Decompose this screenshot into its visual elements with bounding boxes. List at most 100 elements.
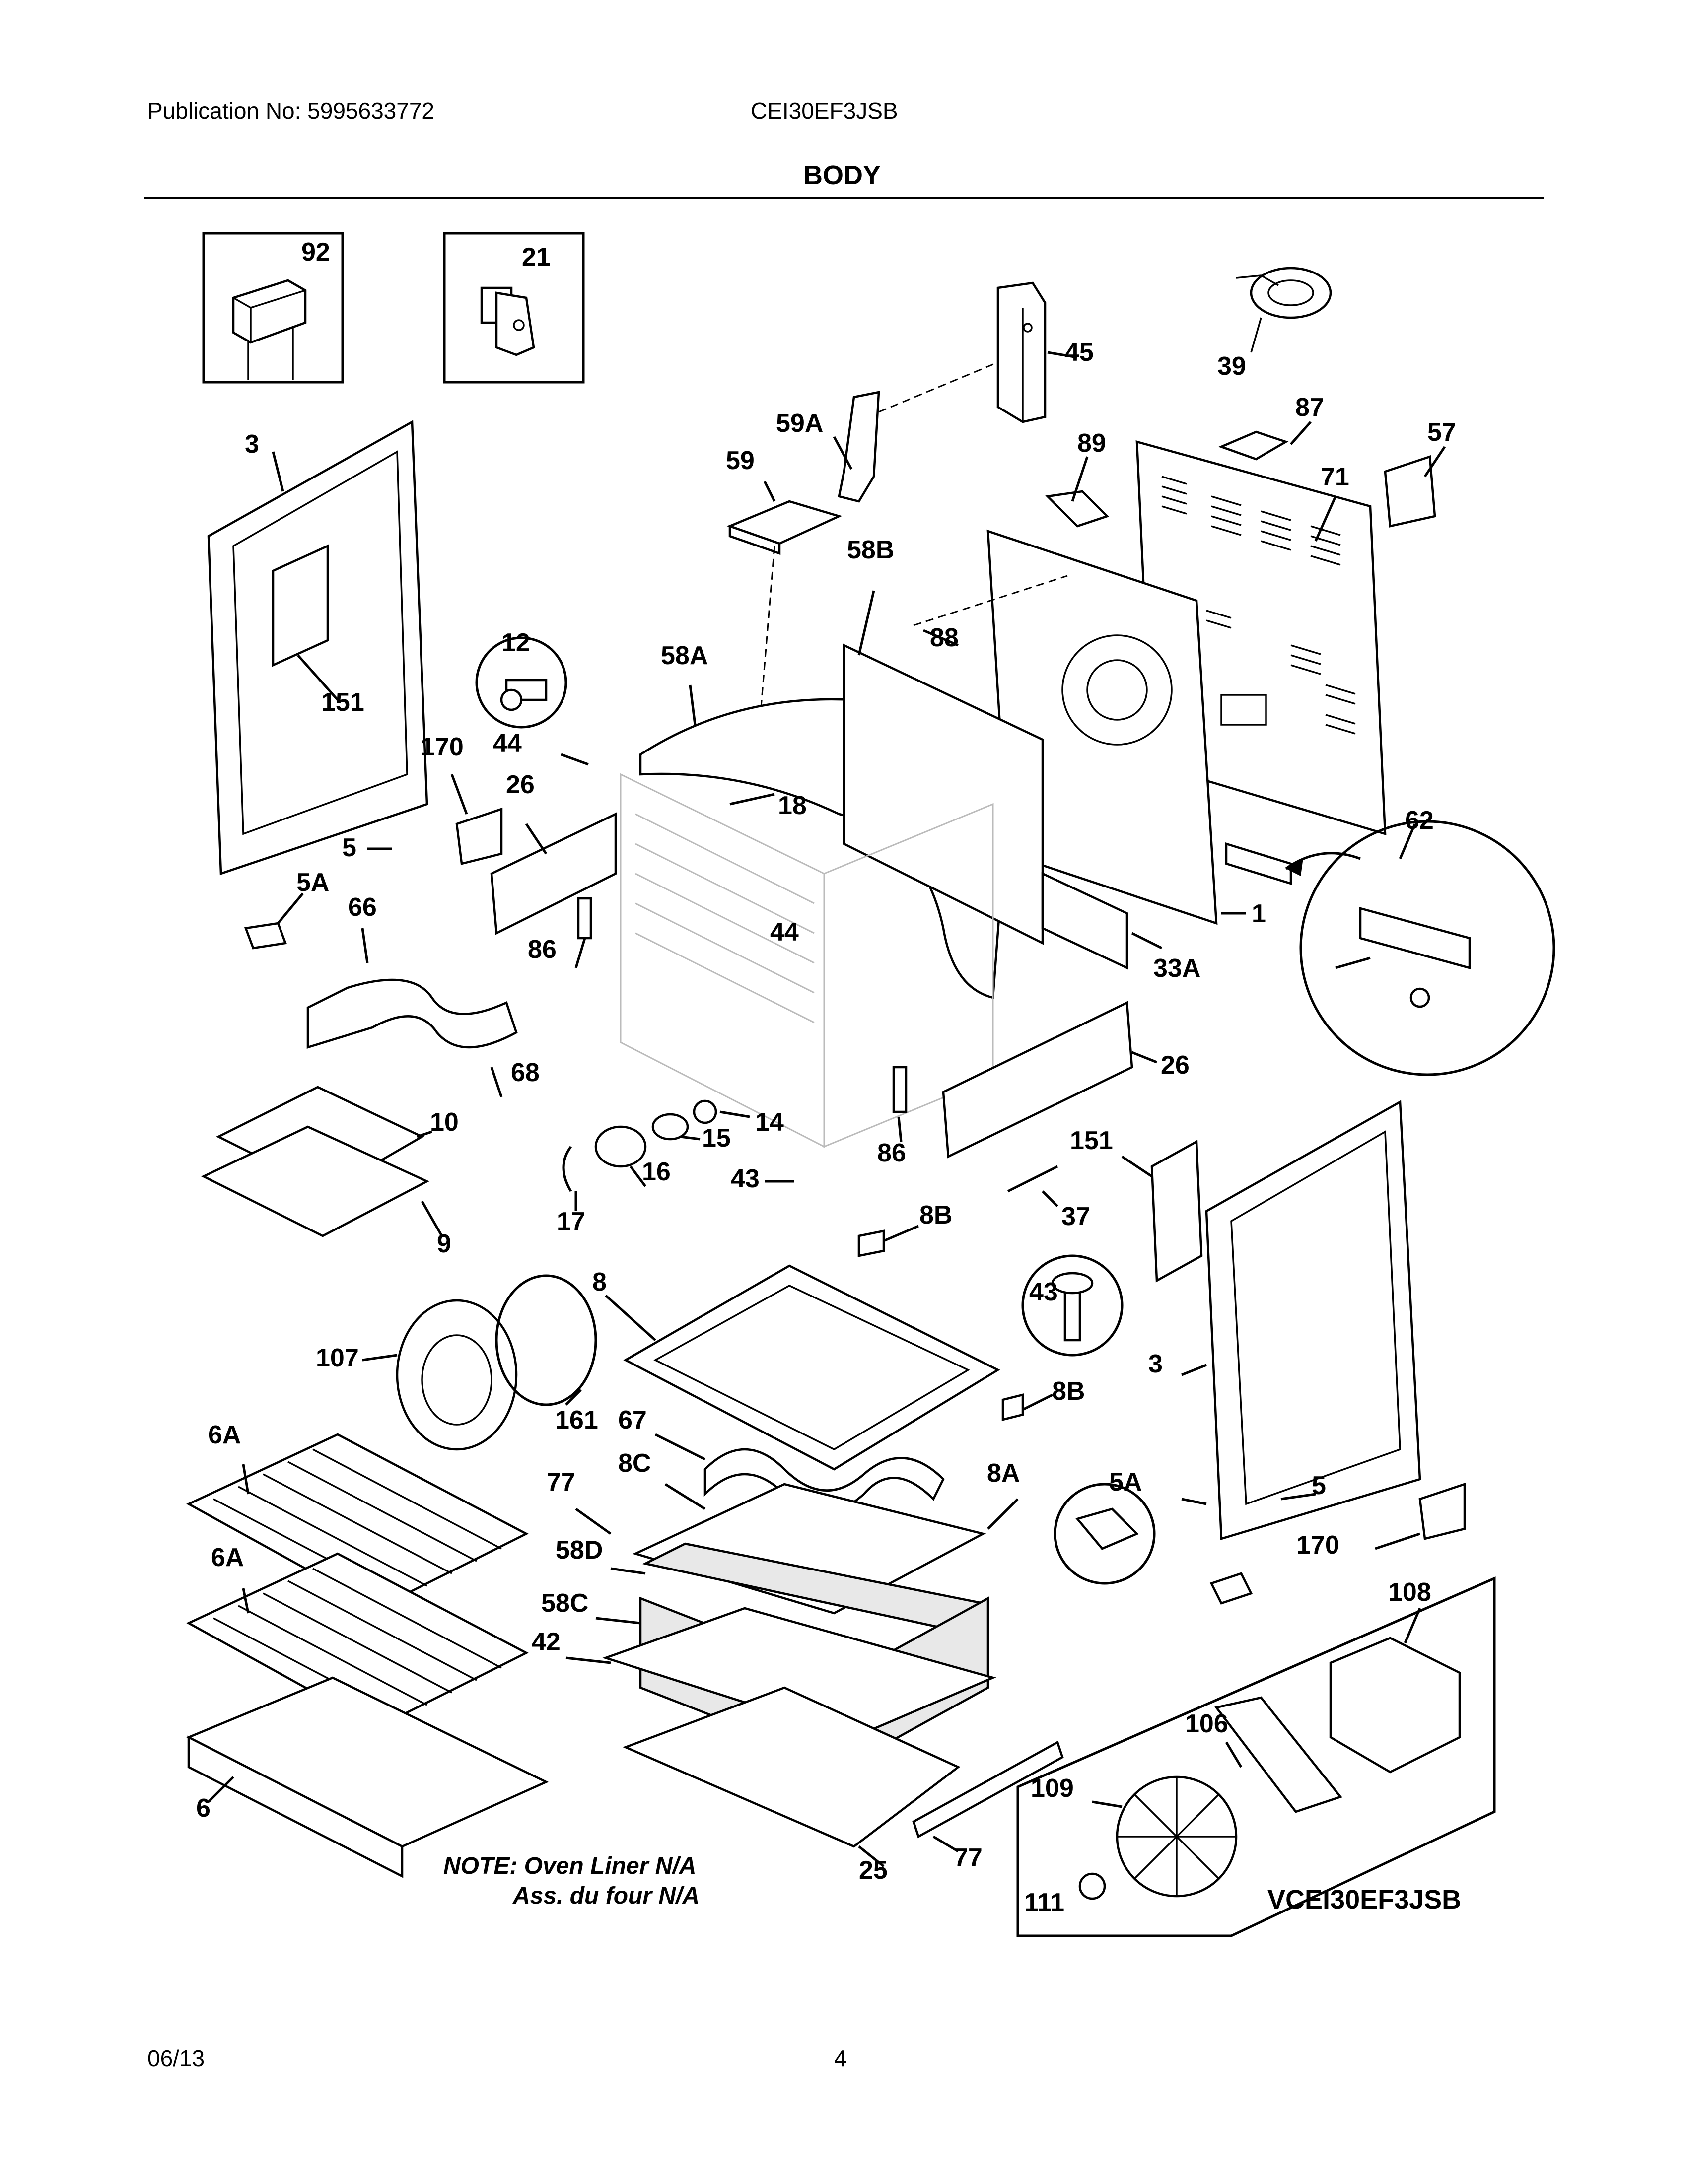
part-59A-bracket [838, 391, 880, 503]
callout-9: 9 [437, 1229, 451, 1258]
part-111-nut [1078, 1872, 1106, 1900]
part-39-temperature-sensor [1236, 267, 1332, 353]
model-number: CEI30EF3JSB [751, 98, 898, 124]
callout-6A-lower: 6A [211, 1543, 244, 1572]
callout-86-lower: 86 [877, 1139, 906, 1167]
callout-57: 57 [1427, 418, 1456, 447]
connector-part [480, 286, 535, 356]
part-8B-clip-upper [857, 1229, 885, 1257]
callout-3-right: 3 [1148, 1350, 1163, 1378]
part-25-base [623, 1686, 961, 1848]
section-title: BODY [803, 160, 881, 190]
callout-108: 108 [1388, 1578, 1431, 1607]
callout-5-right: 5 [1312, 1471, 1326, 1500]
part-59-board [726, 500, 843, 555]
part-86-bracket-right [892, 1066, 908, 1113]
part-57-cover-plate [1384, 455, 1436, 528]
part-1-back-panel [986, 529, 1218, 925]
publication-number: Publication No: 5995633772 [147, 98, 435, 124]
callout-8C: 8C [618, 1449, 651, 1478]
part-43-detail-circle [1021, 1254, 1124, 1357]
callout-87: 87 [1295, 393, 1324, 422]
callout-170-right: 170 [1296, 1531, 1339, 1560]
callout-44-upper: 44 [493, 729, 522, 758]
callout-5A-right: 5A [1109, 1468, 1142, 1497]
callout-21: 21 [522, 243, 551, 272]
part-8C-drawer-frame [632, 1483, 986, 1615]
part-170-hinge-right [1418, 1482, 1466, 1540]
callout-59A: 59A [776, 409, 823, 438]
part-5A-leveling-leg-right [1209, 1572, 1253, 1605]
note-line-2: Ass. du four N/A [512, 1883, 700, 1909]
part-62-terminal-block [1225, 842, 1361, 886]
callout-58A: 58A [661, 641, 708, 670]
inset-box-92 [202, 232, 344, 384]
callout-26-right: 26 [1161, 1051, 1190, 1080]
callout-5-left: 5 [342, 833, 356, 862]
callout-labels: 92 21 45 39 87 57 71 89 59A 59 3 58B 88 … [196, 238, 1456, 1917]
part-26-rail-left [490, 812, 617, 935]
callout-3-left: 3 [245, 430, 259, 459]
callout-6: 6 [196, 1794, 211, 1823]
part-12-detail-circle [475, 636, 567, 729]
part-6-drawer [186, 1676, 549, 1878]
callout-58B: 58B [847, 536, 894, 564]
part-89-bracket [1045, 490, 1110, 528]
capacitor-part [232, 279, 307, 380]
callout-45: 45 [1065, 338, 1094, 367]
part-26-rail-right [942, 1001, 1133, 1159]
part-45-cover [996, 281, 1047, 423]
inset-box-convection [1016, 1576, 1496, 1937]
part-37-wire [1007, 1165, 1058, 1193]
callout-68: 68 [511, 1058, 540, 1087]
callout-107: 107 [316, 1344, 359, 1372]
callout-43-upper: 43 [731, 1164, 760, 1193]
part-3-right-side-panel [1205, 1100, 1421, 1540]
part-6A-rack-upper [186, 1433, 529, 1610]
callout-18: 18 [778, 791, 807, 820]
callout-14: 14 [755, 1108, 784, 1137]
callout-89: 89 [1077, 429, 1106, 458]
callout-5A-left: 5A [296, 868, 329, 897]
inset-box-21 [443, 232, 585, 384]
callout-15: 15 [702, 1124, 731, 1153]
callout-16: 16 [642, 1158, 671, 1186]
part-106-bracket [1214, 1696, 1342, 1813]
part-66-broil-element [306, 978, 518, 1049]
part-17-clip [562, 1146, 572, 1192]
part-15-bulb [651, 1113, 689, 1141]
callout-26-left: 26 [506, 770, 535, 799]
callout-92: 92 [301, 238, 330, 267]
callout-86-upper: 86 [528, 935, 557, 964]
callout-33A: 33A [1153, 954, 1200, 983]
part-33A-duct [1041, 872, 1128, 970]
callout-58D: 58D [556, 1536, 603, 1565]
part-107-fan-cover [396, 1299, 518, 1451]
callout-58C: 58C [541, 1589, 588, 1618]
footer-date: 06/13 [147, 2046, 205, 2071]
part-151-bracket-left [272, 544, 329, 667]
part-87-shield [1218, 430, 1289, 461]
callout-66: 66 [348, 893, 377, 922]
callout-88: 88 [930, 623, 959, 652]
callout-39: 39 [1217, 352, 1246, 381]
callout-170-left: 170 [421, 733, 464, 761]
callout-77-upper: 77 [547, 1468, 575, 1497]
header-divider [144, 197, 1544, 199]
part-170-hinge-left [455, 807, 503, 865]
part-8-oven-bottom [623, 1264, 1000, 1471]
part-77-drawer-rail [912, 1740, 1064, 1839]
callout-62: 62 [1405, 806, 1434, 835]
part-14-lamp-socket [693, 1099, 717, 1124]
callout-151-left: 151 [321, 688, 364, 717]
note-line-1: NOTE: Oven Liner N/A [443, 1853, 696, 1879]
part-62-detail-circle [1299, 820, 1555, 1076]
callout-109: 109 [1031, 1774, 1074, 1803]
part-109-fan-blade [1116, 1775, 1238, 1898]
part-3-left-side-panel [207, 420, 428, 876]
callout-43-lower: 43 [1029, 1278, 1058, 1306]
callout-8B-upper: 8B [919, 1201, 952, 1229]
callout-37: 37 [1061, 1202, 1090, 1231]
callout-71: 71 [1321, 463, 1349, 491]
